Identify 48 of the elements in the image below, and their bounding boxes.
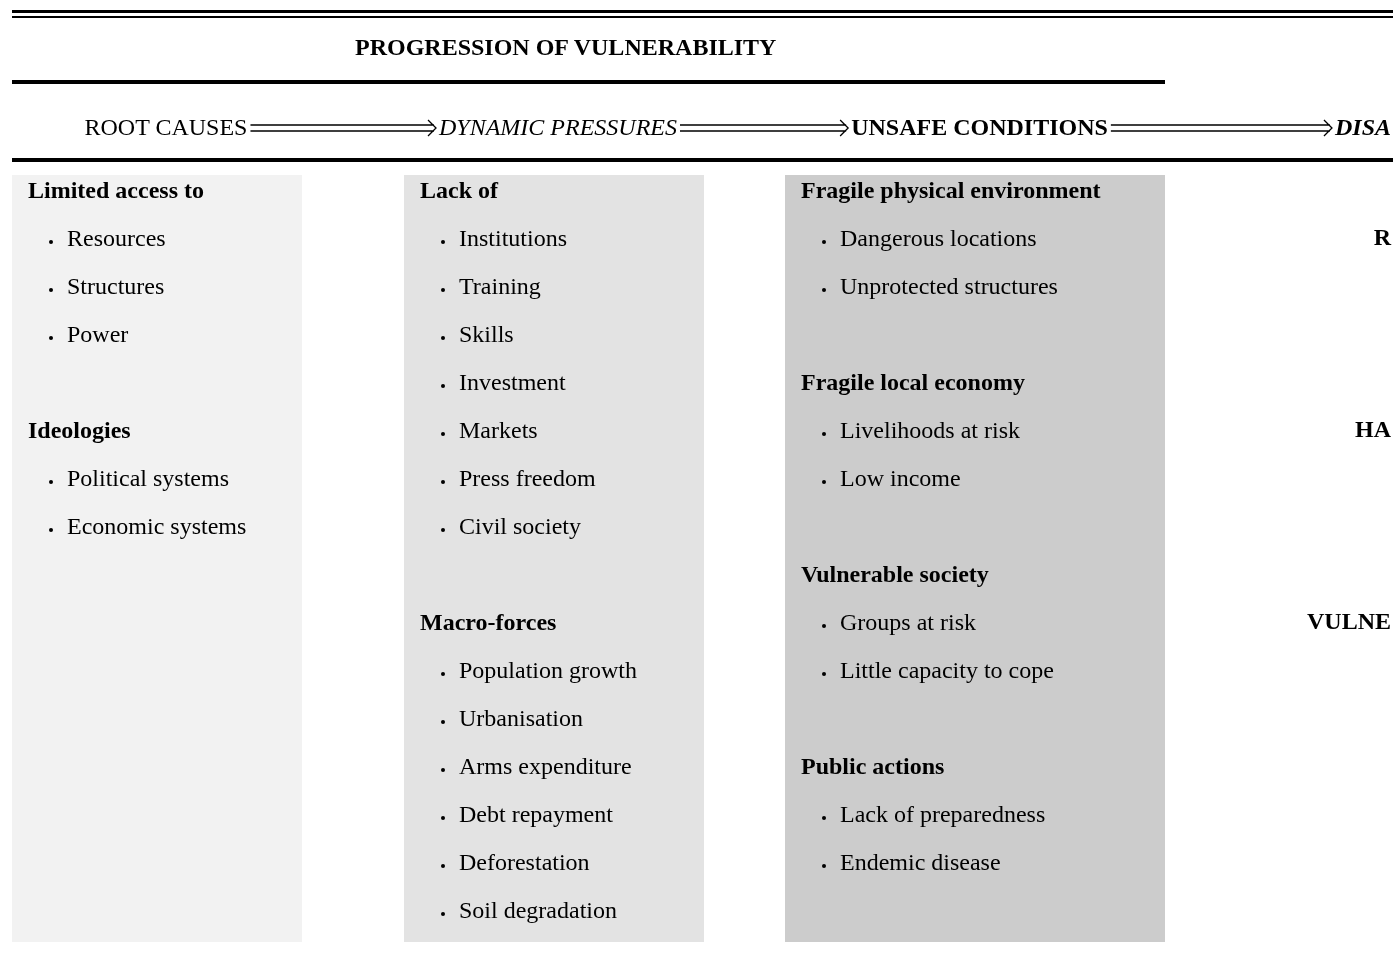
section-heading: Fragile physical environment <box>801 176 1101 204</box>
list-item: Deforestation <box>459 848 590 876</box>
list-item: Low income <box>840 464 961 492</box>
column-panel <box>404 175 704 942</box>
list-item: Debt repayment <box>459 800 613 828</box>
section-heading: Lack of <box>420 176 498 204</box>
list-item: Power <box>67 320 129 348</box>
list-item: Soil degradation <box>459 896 617 924</box>
arrow <box>249 119 437 137</box>
section-heading: Vulnerable society <box>801 560 989 588</box>
list-item: Investment <box>459 368 566 396</box>
list-item: Political systems <box>67 464 229 492</box>
side-label: R <box>1373 224 1391 251</box>
list-item: Urbanisation <box>459 704 583 732</box>
list-item: Markets <box>459 416 538 444</box>
list-item: Skills <box>459 320 514 348</box>
column-panel <box>785 175 1165 942</box>
arrow <box>1110 119 1333 137</box>
list-item: Dangerous locations <box>840 224 1037 252</box>
side-label: HA <box>1355 416 1391 443</box>
section-heading: Public actions <box>801 752 945 780</box>
list-item: Little capacity to cope <box>840 656 1054 684</box>
list-item: Endemic disease <box>840 848 1001 876</box>
list-item: Resources <box>67 224 166 252</box>
title: PROGRESSION OF VULNERABILITY <box>355 34 777 61</box>
section-heading: Limited access to <box>28 176 204 204</box>
list-item: Arms expenditure <box>459 752 632 780</box>
column-heading: DYNAMIC PRESSURES <box>439 114 677 141</box>
list-item: Institutions <box>459 224 567 252</box>
section-heading: Macro-forces <box>420 608 557 636</box>
list-item: Lack of preparedness <box>840 800 1046 828</box>
list-item: Press freedom <box>459 464 596 492</box>
column-heading: DISA <box>1334 114 1391 141</box>
list-item: Training <box>459 272 541 300</box>
list-item: Economic systems <box>67 512 247 540</box>
list-item: Structures <box>67 272 165 300</box>
list-item: Groups at risk <box>840 608 976 636</box>
section-heading: Fragile local economy <box>801 368 1025 396</box>
list-item: Civil society <box>459 512 581 540</box>
list-item: Population growth <box>459 656 637 684</box>
column-panel <box>12 175 302 942</box>
list-item: Livelihoods at risk <box>840 416 1020 444</box>
section-heading: Ideologies <box>28 416 131 444</box>
column-heading: UNSAFE CONDITIONS <box>851 114 1108 141</box>
column-heading: ROOT CAUSES <box>84 114 248 141</box>
arrow <box>679 119 850 137</box>
side-label: VULNE <box>1307 608 1391 635</box>
list-item: Unprotected structures <box>840 272 1058 300</box>
